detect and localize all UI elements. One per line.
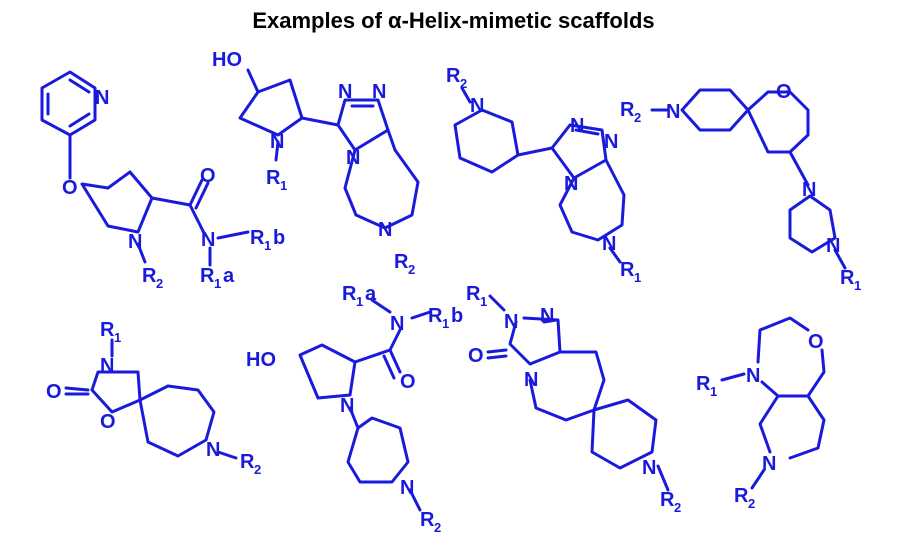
atom-sub: 1 <box>356 294 363 309</box>
atom-sub: 1 <box>710 384 717 399</box>
scaffold-triazolone-spiropiperidine: R 1 N N O N N R 2 <box>466 283 681 515</box>
atom-r: R <box>200 265 215 287</box>
scaffold-fused-oxazepane-piperidine: R 1 N O N R 2 <box>696 316 826 511</box>
atom-r: R <box>266 167 281 189</box>
atom-sub: 2 <box>634 110 641 125</box>
atom-sub: 2 <box>254 462 261 477</box>
atom-sub: 1 <box>214 276 221 291</box>
atom-n: N <box>470 95 484 117</box>
atom-r: R <box>660 489 675 511</box>
atom-n: N <box>390 313 404 335</box>
atom-ho: HO <box>212 49 242 71</box>
atom-r: R <box>420 509 435 531</box>
atom-sub: 1 <box>442 316 449 331</box>
atom-o: O <box>400 371 416 393</box>
atom-sub: 2 <box>748 496 755 511</box>
atom-n: N <box>95 87 109 109</box>
atom-n: N <box>602 233 616 255</box>
atom-n: N <box>762 453 776 475</box>
atom-r: R <box>840 267 855 289</box>
atom-r: R <box>250 227 265 249</box>
atom-n: N <box>540 305 554 327</box>
atom-n: N <box>346 147 360 169</box>
atom-n: N <box>206 439 220 461</box>
atom-r: R <box>696 373 711 395</box>
atom-n: N <box>378 219 392 241</box>
scaffold-hydroxypyrrolidine-triazolodiazepine: HO N R 1 N N N N R 2 <box>212 49 420 277</box>
atom-n: N <box>504 311 518 333</box>
atom-sub: 2 <box>156 276 163 291</box>
atom-n: N <box>201 229 215 251</box>
atom-sub: 1 <box>264 238 271 253</box>
atom-b: b <box>451 305 463 327</box>
atom-o: O <box>62 177 78 199</box>
atom-o: O <box>100 411 116 433</box>
atom-n: N <box>270 131 284 153</box>
atom-r: R <box>142 265 157 287</box>
atom-n: N <box>524 369 538 391</box>
atom-n: N <box>604 131 618 153</box>
scaffold-azaspiro-oxane-piperazine: R 2 N O N N R 1 <box>620 81 861 293</box>
atom-r: R <box>620 99 635 121</box>
atom-n: N <box>570 115 584 137</box>
atom-r: R <box>394 251 409 273</box>
scaffold-piperidinyl-triazolopyrazine: R 2 N N N N N R 1 <box>446 65 641 285</box>
atom-sub: 2 <box>408 262 415 277</box>
atom-r: R <box>240 451 255 473</box>
atom-n: N <box>338 81 352 103</box>
atom-o: O <box>200 165 216 187</box>
atom-n: N <box>100 355 114 377</box>
atom-r: R <box>428 305 443 327</box>
atom-sub: 1 <box>114 330 121 345</box>
atom-n: N <box>340 395 354 417</box>
atom-n: N <box>802 179 816 201</box>
figure-title: Examples of α-Helix-mimetic scaffolds <box>252 8 655 33</box>
atom-a: a <box>365 283 377 305</box>
atom-o: O <box>776 81 792 103</box>
atom-o: O <box>808 331 824 353</box>
scaffold-oxazolidinone-spiroazepane: R 1 N O O N R 2 <box>46 319 261 477</box>
atom-r: R <box>342 283 357 305</box>
atom-n: N <box>400 477 414 499</box>
atom-sub: 1 <box>280 178 287 193</box>
atom-b: b <box>273 227 285 249</box>
atom-n: N <box>372 81 386 103</box>
atom-ho: HO <box>246 349 276 371</box>
atom-r: R <box>734 485 749 507</box>
atom-sub: 1 <box>480 294 487 309</box>
atom-n: N <box>826 235 840 257</box>
atom-n: N <box>642 457 656 479</box>
atom-sub: 2 <box>460 76 467 91</box>
scaffold-pyridyloxy-pyrrolidine-amide: N O O N N R 1 b R 2 R 1 a <box>40 70 285 291</box>
scaffold-hydroxypyrrolidine-amide-piperidine: R 1 a N R 1 b O HO N N R 2 <box>246 283 463 535</box>
atom-n: N <box>564 173 578 195</box>
atom-sub: 1 <box>634 270 641 285</box>
atom-o: O <box>468 345 484 367</box>
atom-o: O <box>46 381 62 403</box>
atom-r: R <box>620 259 635 281</box>
atom-r: R <box>466 283 481 305</box>
atom-r: R <box>446 65 461 87</box>
atom-sub: 1 <box>854 278 861 293</box>
atom-r: R <box>100 319 115 341</box>
atom-a: a <box>223 265 235 287</box>
atom-n: N <box>666 101 680 123</box>
atom-sub: 2 <box>674 500 681 515</box>
atom-n: N <box>746 365 760 387</box>
atom-n: N <box>128 231 142 253</box>
atom-sub: 2 <box>434 520 441 535</box>
